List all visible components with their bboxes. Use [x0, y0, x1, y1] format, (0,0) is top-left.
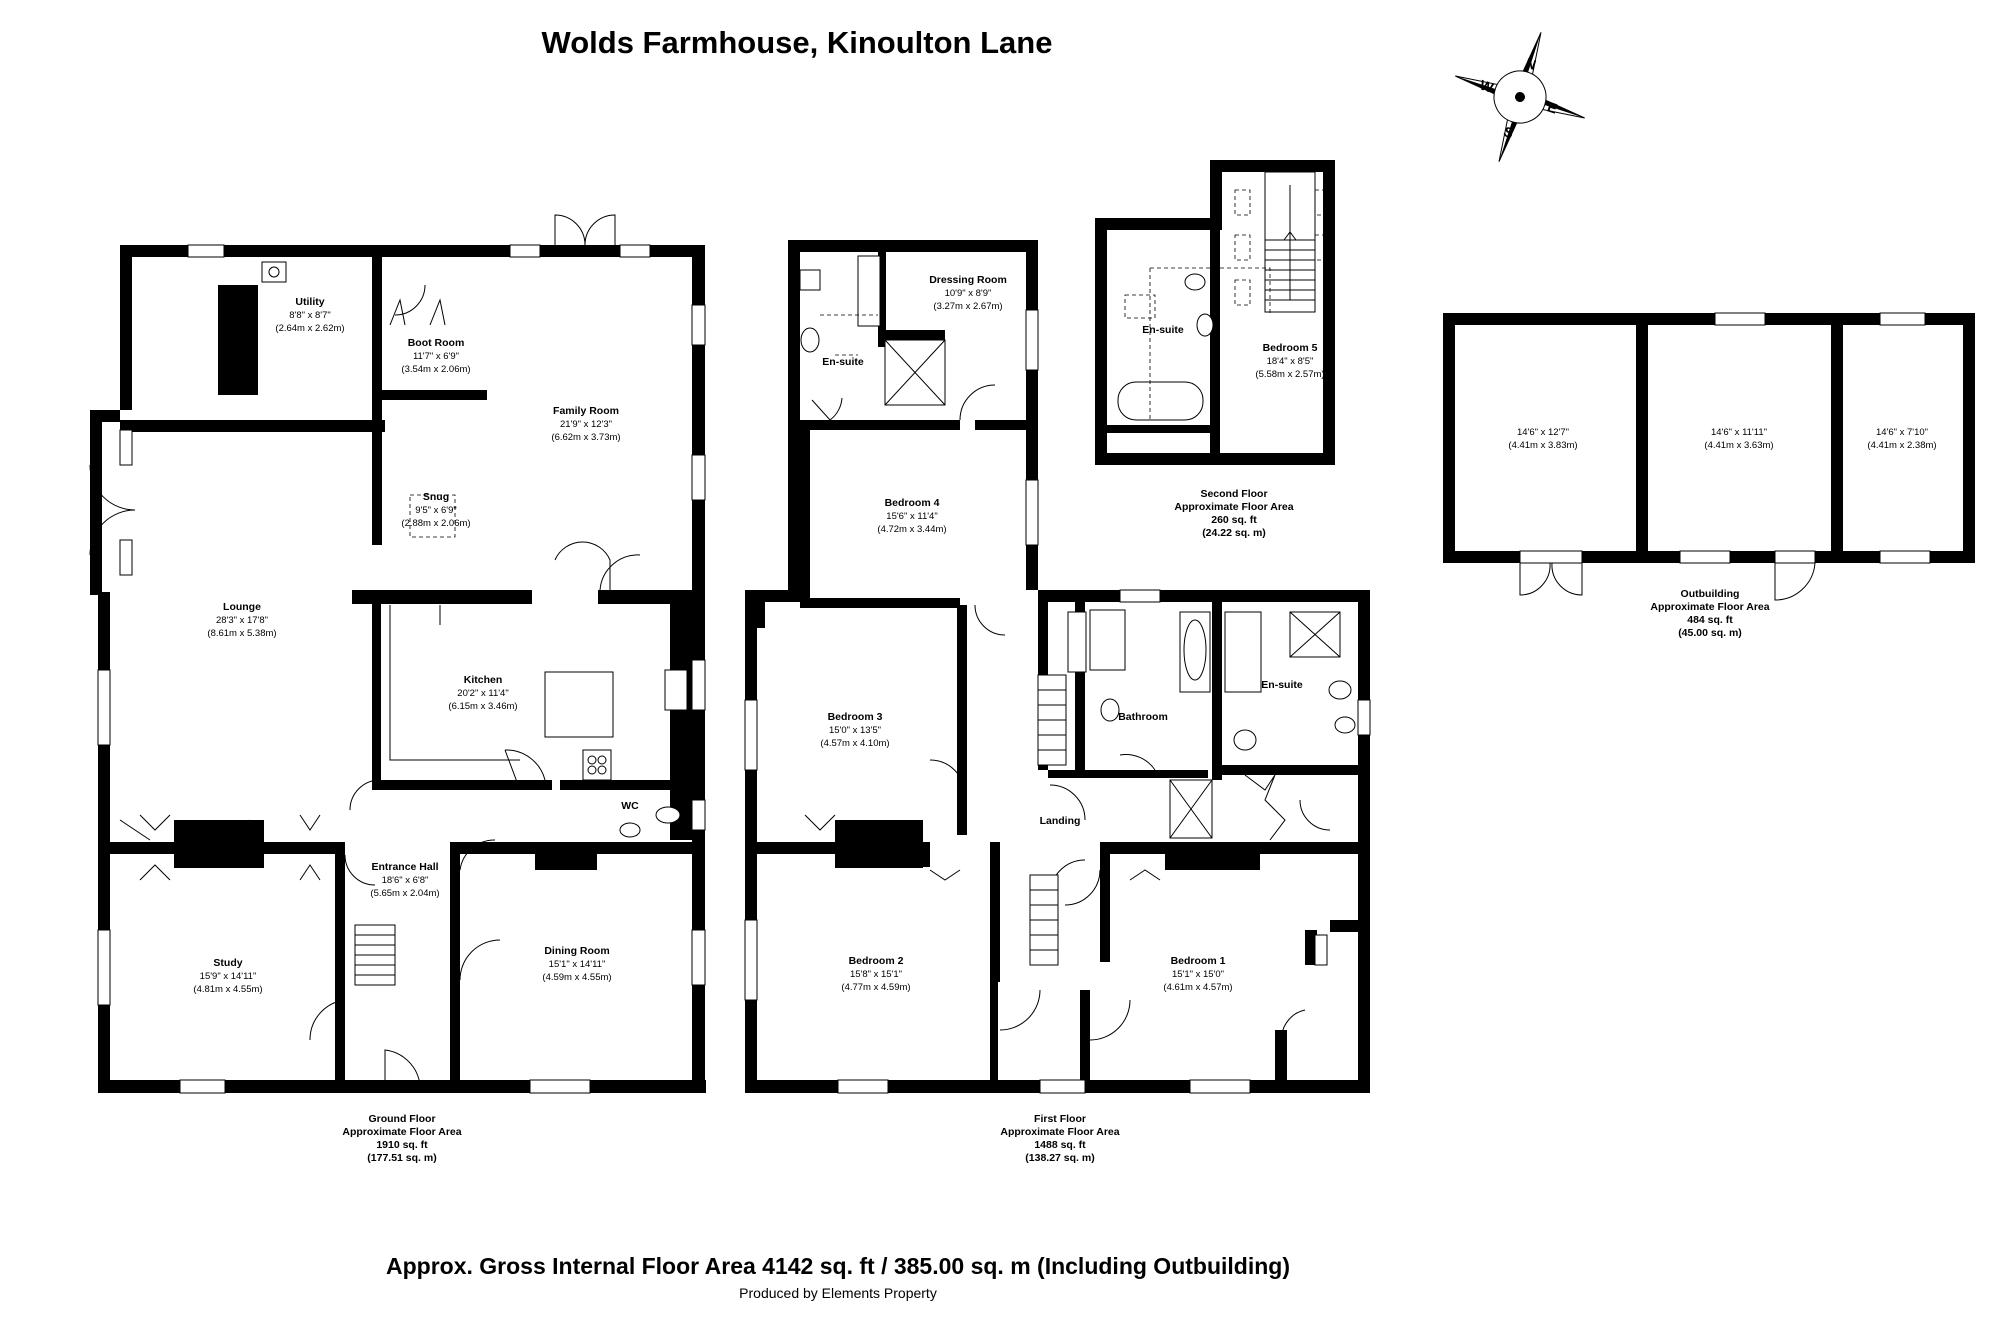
family-room-metric: (6.62m x 3.73m)	[551, 432, 620, 443]
outbuilding-line4: (45.00 sq. m)	[1678, 627, 1742, 639]
compass-icon: N E S W	[1455, 32, 1585, 162]
ensuite-1-name: En-suite	[822, 356, 864, 368]
family-room-imperial: 21'9" x 12'3"	[560, 419, 612, 430]
outbuilding-a-imperial: 14'6" x 12'7"	[1517, 427, 1569, 438]
study-imperial: 15'9" x 14'11"	[200, 971, 257, 982]
first-floor-line1: First Floor	[1034, 1113, 1086, 1125]
outbuilding-b-imperial: 14'6" x 11'11"	[1711, 427, 1767, 438]
dressing-room-name: Dressing Room	[929, 274, 1007, 286]
kitchen-imperial: 20'2" x 11'4"	[457, 688, 508, 699]
gross-area-summary: Approx. Gross Internal Floor Area 4142 s…	[386, 1253, 1290, 1279]
landing-name: Landing	[1040, 815, 1081, 827]
bedroom-4-imperial: 15'6" x 11'4"	[886, 511, 937, 522]
outbuilding-line2: Approximate Floor Area	[1650, 601, 1769, 613]
first-floor-caption: First Floor Approximate Floor Area 1488 …	[1000, 1113, 1119, 1164]
first-floor-line3: 1488 sq. ft	[1034, 1139, 1086, 1151]
dressing-room-imperial: 10'9" x 8'9"	[945, 288, 992, 299]
second-floor-line2: Approximate Floor Area	[1174, 501, 1293, 513]
second-floor-caption: Second Floor Approximate Floor Area 260 …	[1174, 488, 1293, 539]
bedroom-2-metric: (4.77m x 4.59m)	[841, 982, 910, 993]
bedroom-3-metric: (4.57m x 4.10m)	[820, 738, 889, 749]
bedroom-3-name: Bedroom 3	[828, 711, 883, 723]
bathroom-name: Bathroom	[1118, 711, 1168, 723]
wc-name: WC	[621, 800, 639, 812]
ground-floor-caption: Ground Floor Approximate Floor Area 1910…	[342, 1113, 461, 1164]
second-floor-line3: 260 sq. ft	[1211, 514, 1257, 526]
study-name: Study	[213, 957, 242, 969]
bedroom-1-imperial: 15'1" x 15'0"	[1172, 969, 1224, 980]
outbuilding-a-metric: (4.41m x 3.83m)	[1508, 440, 1577, 451]
bedroom-3-imperial: 15'0" x 13'5"	[829, 725, 881, 736]
ensuite-3-name: En-suite	[1142, 324, 1184, 336]
outbuilding-caption: Outbuilding Approximate Floor Area 484 s…	[1650, 588, 1769, 639]
lounge-metric: (8.61m x 5.38m)	[207, 628, 276, 639]
lounge-imperial: 28'3" x 17'8"	[216, 615, 268, 626]
bedroom-1-name: Bedroom 1	[1171, 955, 1226, 967]
first-floor-plan	[744, 240, 1371, 1094]
page-title: Wolds Farmhouse, Kinoulton Lane	[542, 25, 1053, 60]
ground-floor-line1: Ground Floor	[368, 1113, 435, 1125]
entrance-hall-imperial: 18'6" x 6'8"	[382, 875, 429, 886]
snug-imperial: 9'5" x 6'9"	[415, 505, 457, 516]
outbuilding-c-imperial: 14'6" x 7'10"	[1876, 427, 1928, 438]
kitchen-name: Kitchen	[464, 674, 503, 686]
first-floor-line4: (138.27 sq. m)	[1025, 1152, 1094, 1164]
compass-north: N	[1524, 55, 1539, 73]
ground-floor-line2: Approximate Floor Area	[342, 1126, 461, 1138]
outbuilding-plan	[1443, 312, 1975, 601]
boot-room-imperial: 11'7" x 6'9"	[413, 351, 459, 362]
bedroom-2-imperial: 15'8" x 15'1"	[850, 969, 902, 980]
bedroom-4-name: Bedroom 4	[885, 497, 940, 509]
outbuilding-line1: Outbuilding	[1681, 588, 1740, 600]
ensuite-2-name: En-suite	[1261, 679, 1303, 691]
boot-room-metric: (3.54m x 2.06m)	[401, 364, 470, 375]
family-room-name: Family Room	[553, 405, 619, 417]
dining-room-name: Dining Room	[544, 945, 609, 957]
bedroom-4-metric: (4.72m x 3.44m)	[877, 524, 946, 535]
bedroom-5-name: Bedroom 5	[1263, 342, 1318, 354]
entrance-hall-metric: (5.65m x 2.04m)	[370, 888, 439, 899]
utility-metric: (2.64m x 2.62m)	[275, 323, 344, 334]
snug-metric: (2.88m x 2.06m)	[401, 518, 470, 529]
boot-room-name: Boot Room	[408, 337, 465, 349]
second-floor-line4: (24.22 sq. m)	[1202, 527, 1266, 539]
utility-imperial: 8'8" x 8'7"	[289, 310, 331, 321]
compass-west: W	[1478, 77, 1496, 97]
bedroom-2-name: Bedroom 2	[849, 955, 904, 967]
kitchen-metric: (6.15m x 3.46m)	[448, 701, 517, 712]
ground-floor-line3: 1910 sq. ft	[376, 1139, 428, 1151]
snug-name: Snug	[423, 491, 449, 503]
outbuilding-c-metric: (4.41m x 2.38m)	[1867, 440, 1936, 451]
entrance-hall-name: Entrance Hall	[371, 861, 438, 873]
bedroom-5-metric: (5.58m x 2.57m)	[1255, 369, 1324, 380]
outbuilding-line3: 484 sq. ft	[1687, 614, 1733, 626]
dining-room-imperial: 15'1" x 14'11"	[549, 959, 606, 970]
bedroom-1-metric: (4.61m x 4.57m)	[1163, 982, 1232, 993]
outbuilding-b-metric: (4.41m x 3.63m)	[1704, 440, 1773, 451]
dining-room-metric: (4.59m x 4.55m)	[542, 972, 611, 983]
dressing-room-metric: (3.27m x 2.67m)	[933, 301, 1002, 312]
ground-floor-plan	[89, 214, 706, 1094]
producer-credit: Produced by Elements Property	[739, 1285, 937, 1301]
utility-name: Utility	[295, 296, 324, 308]
study-metric: (4.81m x 4.55m)	[193, 984, 262, 995]
compass-south: S	[1502, 123, 1516, 141]
second-floor-line1: Second Floor	[1200, 488, 1267, 500]
bedroom-5-imperial: 18'4" x 8'5"	[1267, 356, 1314, 367]
lounge-name: Lounge	[223, 601, 261, 613]
second-floor-plan	[1095, 160, 1335, 465]
first-floor-line2: Approximate Floor Area	[1000, 1126, 1119, 1138]
ground-floor-line4: (177.51 sq. m)	[367, 1152, 436, 1164]
